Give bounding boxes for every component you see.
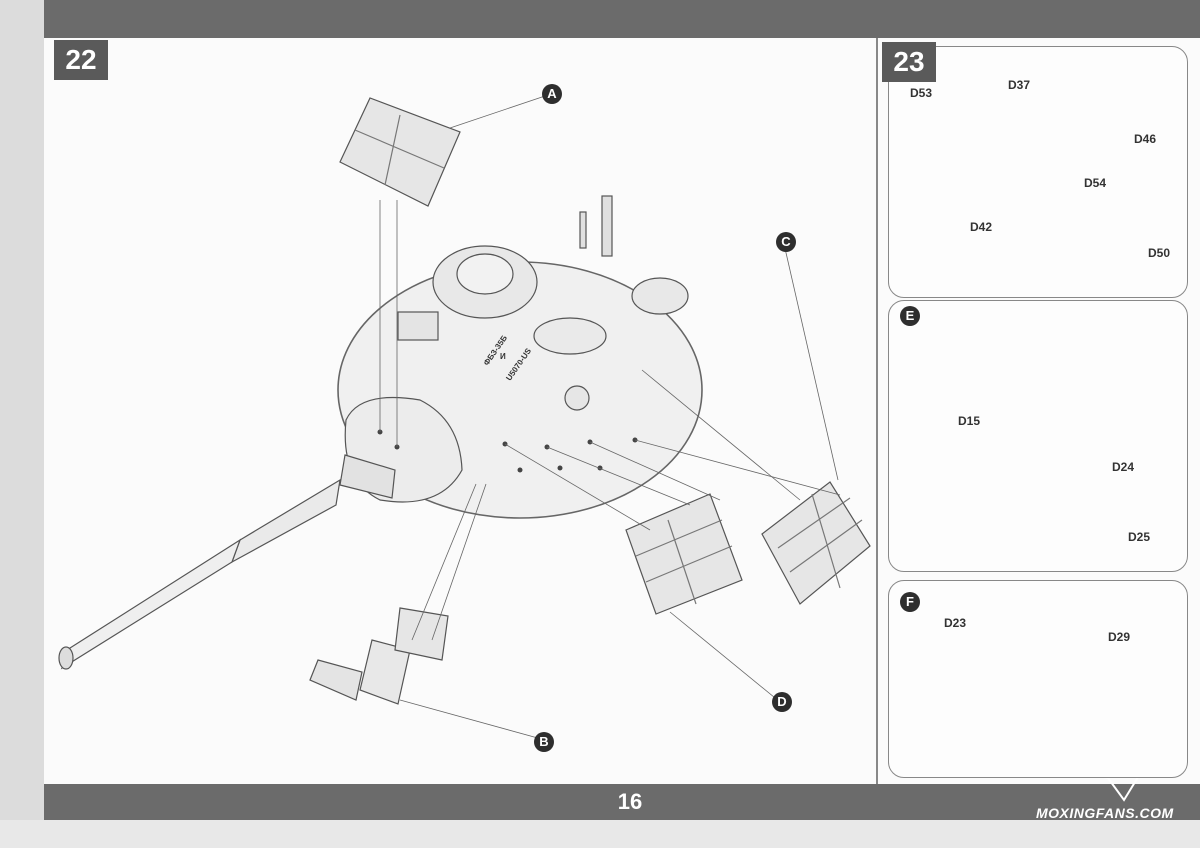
top-band xyxy=(0,0,1200,38)
label-d46: D46 xyxy=(1134,132,1157,146)
watermark-text: MOXINGFANS.COM xyxy=(1036,805,1174,821)
label-d23: D23 xyxy=(944,616,967,630)
callout-c: C xyxy=(776,232,796,252)
panel-step-23 xyxy=(888,46,1188,298)
label-d15: D15 xyxy=(958,414,981,428)
step-22-badge: 22 xyxy=(54,40,108,80)
label-d29: D29 xyxy=(1108,630,1131,644)
callout-b: B xyxy=(534,732,554,752)
antenna-mount xyxy=(601,195,613,257)
callout-e: E xyxy=(900,306,920,326)
callout-f: F xyxy=(900,592,920,612)
turret-marking-2: И xyxy=(500,352,506,361)
panel-f xyxy=(888,580,1188,778)
bottom-strip xyxy=(0,820,1200,848)
callout-d: D xyxy=(772,692,792,712)
bottom-band xyxy=(44,784,1200,820)
label-d53: D53 xyxy=(910,86,933,100)
armor-block-d xyxy=(625,493,743,615)
armor-block-c xyxy=(761,481,871,605)
callout-a: A xyxy=(542,84,562,104)
step-23-badge: 23 xyxy=(882,42,936,82)
page-binding xyxy=(0,0,44,848)
panel-e xyxy=(888,300,1188,572)
section-divider xyxy=(876,38,878,784)
page-number: 16 xyxy=(617,789,643,814)
armor-block-a xyxy=(339,97,461,207)
label-d42: D42 xyxy=(970,220,993,234)
stowage-box xyxy=(397,311,439,341)
loader-hatch xyxy=(631,277,689,315)
label-d24: D24 xyxy=(1112,460,1135,474)
label-d25: D25 xyxy=(1128,530,1151,544)
gun-barrel xyxy=(339,454,396,499)
label-d37: D37 xyxy=(1008,78,1031,92)
label-d54: D54 xyxy=(1084,176,1107,190)
label-d50: D50 xyxy=(1148,246,1171,260)
armor-block-b xyxy=(309,659,363,701)
